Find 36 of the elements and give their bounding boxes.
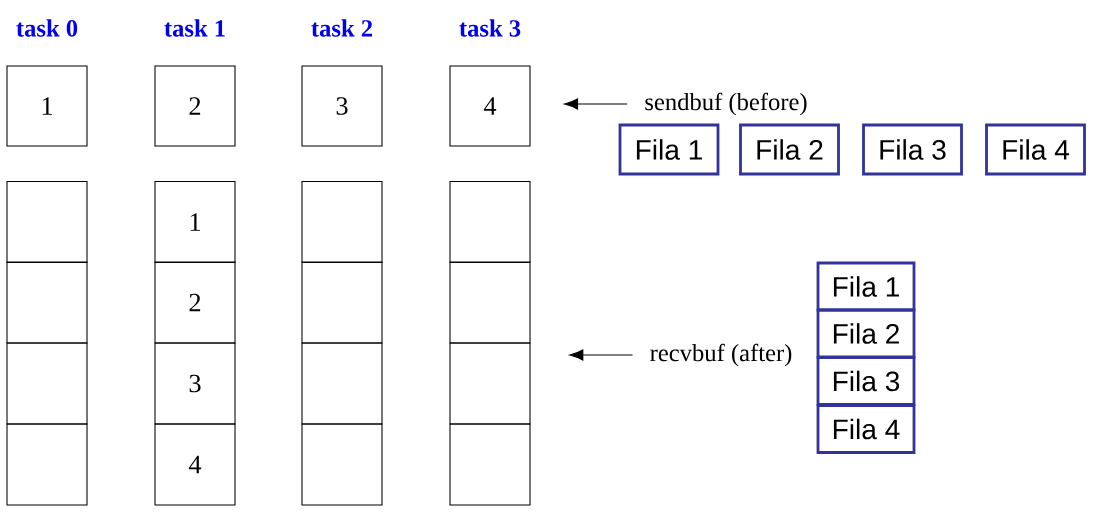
empty-cell [449,423,531,506]
buffer-label: sendbuf (before) [645,92,807,116]
buffer-cell: 3 [301,65,383,147]
row-box: Fila 1 [816,261,916,312]
empty-cell [6,261,88,344]
buffer-label: recvbuf (after) [650,343,792,367]
empty-cell [6,180,88,264]
empty-cell [6,342,88,425]
empty-cell [301,180,383,264]
buffer-cell: 2 [154,261,236,344]
arrow [569,349,634,361]
row-box: Fila 4 [985,123,1086,176]
buffer-cell: 4 [154,423,236,506]
row-box: Fila 4 [816,404,916,454]
buffer-cell: 1 [154,180,236,264]
column-heading: task 0 [16,19,78,37]
row-box: Fila 3 [862,123,963,176]
buffer-cell: 3 [154,342,236,425]
arrow [564,98,628,110]
column-heading: task 1 [164,19,225,37]
row-box: Fila 1 [618,123,720,176]
empty-cell [301,342,383,425]
empty-cell [449,180,531,264]
row-box: Fila 3 [816,356,916,406]
column-heading: task 2 [311,19,373,37]
empty-cell [6,423,88,506]
buffer-cell: 4 [449,65,531,147]
column-heading: task 3 [459,19,521,37]
buffer-cell: 1 [6,65,88,147]
empty-cell [301,261,383,344]
empty-cell [449,261,531,344]
empty-cell [301,423,383,506]
empty-cell [449,342,531,425]
row-box: Fila 2 [739,123,840,176]
buffer-cell: 2 [154,65,236,147]
row-box: Fila 2 [816,308,916,359]
